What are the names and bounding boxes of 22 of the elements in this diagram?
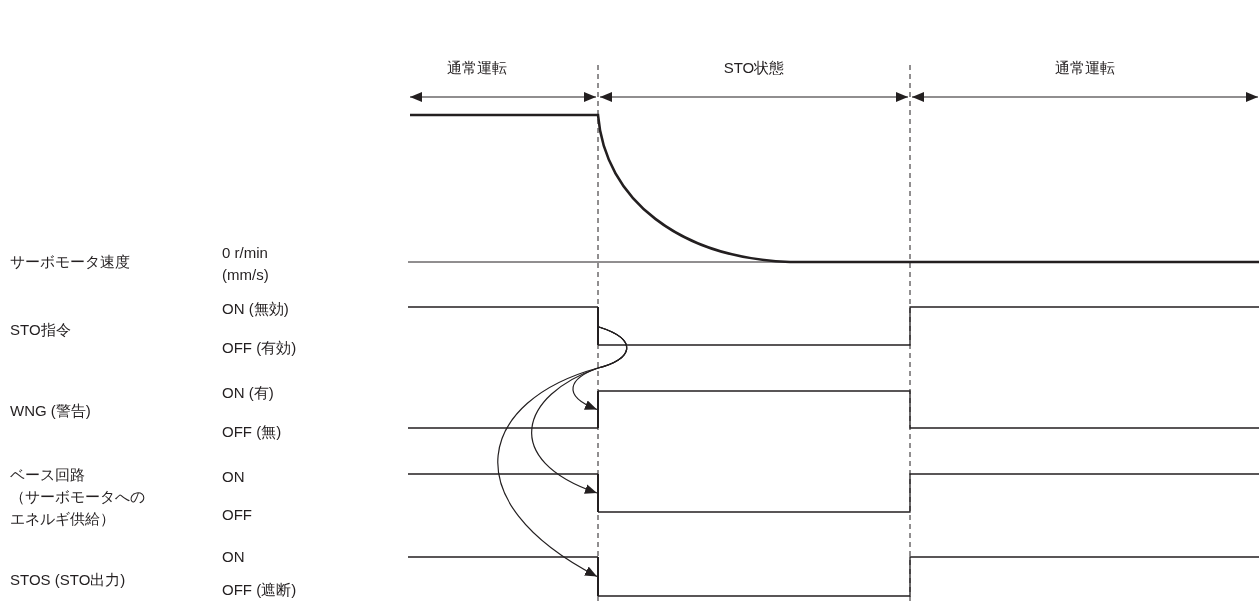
level-label: ON (無効) <box>222 300 289 317</box>
signal-edge <box>597 474 599 512</box>
level-label: 0 r/min (mm/s) <box>222 244 269 283</box>
signal-name: ベース回路（サーボモータへのエネルギ供給） <box>10 466 145 527</box>
signal-name: サーボモータ速度 <box>10 253 130 270</box>
level-label: ON <box>222 468 245 485</box>
level-label: OFF (無) <box>222 423 282 440</box>
level-label: ON (有) <box>222 384 274 401</box>
level-label: ON <box>222 548 245 565</box>
phase-label: 通常運転 <box>447 59 507 76</box>
level-label: OFF <box>222 506 252 523</box>
signal-edge <box>597 557 599 596</box>
arrow <box>497 326 628 578</box>
signal-name: WNG (警告) <box>10 402 91 419</box>
phase-label: 通常運転 <box>1055 59 1115 76</box>
signal-edge <box>597 307 599 345</box>
phase-label: STO状態 <box>723 59 785 76</box>
level-label: OFF (遮断) <box>222 581 297 598</box>
level-label: OFF (有効) <box>222 339 297 356</box>
signal-name: STO指令 <box>10 321 71 338</box>
signal-edge <box>597 391 599 428</box>
signal-name: STOS (STO出力) <box>10 571 126 588</box>
